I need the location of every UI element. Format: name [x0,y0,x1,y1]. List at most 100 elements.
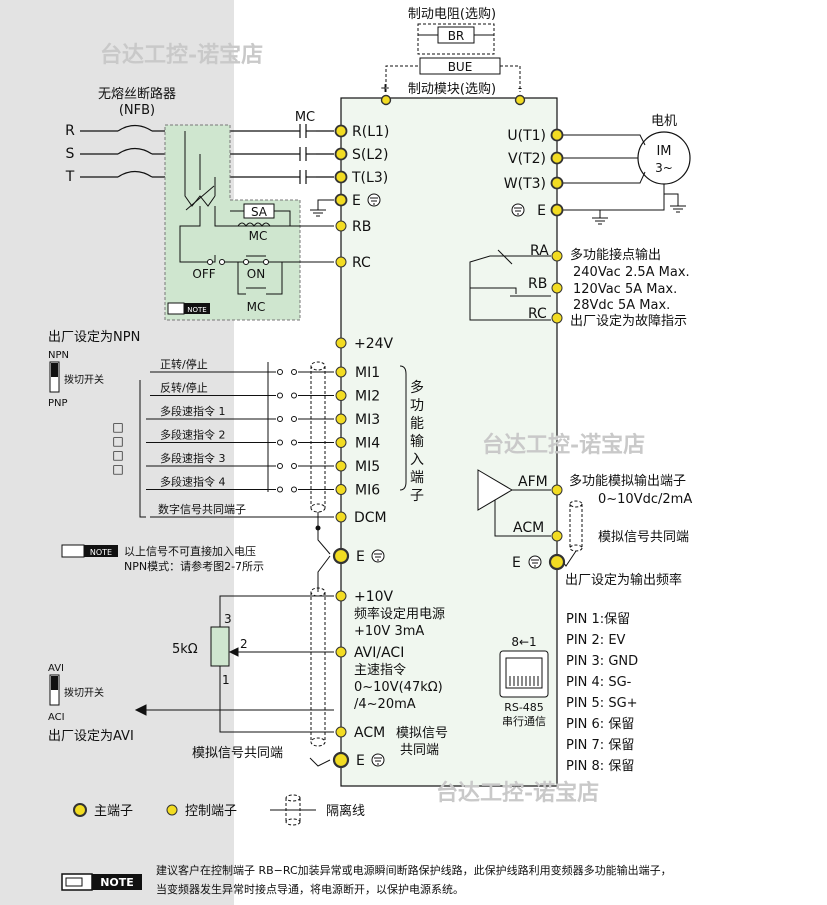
label-avi-desc2: 0~10V(47kΩ) [354,680,443,695]
label-acm-desc2: 共同端 [400,743,439,758]
rs485-pin-item: PIN 5: SG+ [566,696,638,711]
switch-contact-icon [291,369,297,375]
ground-symbol-analog-icon [371,753,385,767]
aci-label: ACI [48,712,65,723]
label-avi-desc3: /4~20mA [354,697,416,712]
switch-contact-icon [277,463,283,469]
avi-switch-label: 拨切开关 [64,686,104,699]
legend-shield: 隔离线 [326,803,365,819]
relay-spec2: 120Vac 5A Max. [573,282,677,297]
ground-symbol-icon [367,193,381,207]
digital-input-bus [139,362,269,518]
switch-contact-icon [291,463,297,469]
phase-t: T [65,169,75,185]
mc-label-main: MC [295,110,315,125]
mc-coil-label: MC [249,229,268,243]
label-acm-out: ACM [513,520,544,536]
mc-coil-icon [237,222,271,227]
relay-rb: RB [528,276,547,292]
note-icon-bottom: NOTE [61,873,142,891]
protection-circuit-box [164,124,301,321]
on-switch-icon [243,259,249,265]
relay-title: 多功能接点输出 [570,247,661,263]
npn-default: 出厂设定为NPN [48,330,140,345]
switch-contact-icon [277,392,283,399]
terminal-avi-aci [335,646,347,658]
phase-s: S [66,146,75,162]
pnp-label: PNP [48,398,68,409]
label-24v: +24V [354,336,394,352]
terminal-t [334,170,348,184]
br-label: BR [448,29,465,43]
ground-symbol-out-icon [528,555,542,569]
phase-r: R [65,123,75,139]
relay-spec1: 240Vac 2.5A Max. [573,265,690,280]
label-rb: RB [352,219,371,235]
pot-value: 5kΩ [172,642,198,657]
label-v-t2: V(T2) [508,151,546,167]
switch-contact-icon [291,439,297,446]
switch-contact-icon [291,392,297,399]
terminal-mi [335,437,347,448]
plus-label: + [380,81,390,95]
terminal-v [550,151,564,165]
digital-input-row: 多段速指令 2 MI4 [146,428,380,452]
terminal-mi-label: MI3 [355,412,380,428]
brake-resistor-title: 制动电阻(选购) [408,6,496,22]
note-mid-line2: NPN模式：请参考图2-7所示 [124,559,264,573]
switch-contact-icon [277,439,283,446]
watermark-mid: 台达工控-诺宝店 [482,432,645,458]
sa-label: SA [251,205,268,219]
potentiometer[interactable] [210,626,230,667]
label-t-l3: T(L3) [351,170,388,186]
digital-input-desc: 反转/停止 [160,381,208,395]
terminal-afm [551,484,563,496]
shield-analog [310,587,326,747]
svg-text:NOTE: NOTE [100,876,134,889]
relay-default: 出厂设定为故障指示 [570,314,687,329]
svg-text:NOTE: NOTE [90,548,112,557]
analog-common-label: 模拟信号共同端 [192,746,283,761]
terminal-mi-label: MI4 [355,436,380,452]
label-e-motor: E [537,203,546,219]
watermark-top: 台达工控-诺宝店 [100,42,263,68]
analog-input-wiring [134,595,334,767]
terminal-mi-label: MI5 [355,459,380,475]
shield-analog-out [569,500,583,552]
label-u-t1: U(T1) [507,128,546,144]
label-10v-desc1: 频率设定用电源 [354,606,445,622]
rs485-label: RS-485 [504,701,544,714]
avi-label: AVI [48,663,64,674]
pot-pin1: 1 [222,673,230,687]
label-rc: RC [352,255,371,271]
terminal-mi [335,366,347,378]
terminal-s [334,147,348,161]
label-r-l1: R(L1) [352,124,389,140]
rj45-pins [509,676,539,686]
terminal-mi [335,413,347,425]
avi-default: 出厂设定为AVI [48,729,134,744]
legend-main-terminal-icon [73,803,87,817]
earth-ground-left-icon [310,199,334,217]
terminal-dcm [335,511,347,523]
terminal-mi [335,460,347,472]
digital-input-desc: 多段速指令 4 [160,475,226,489]
acm-out-common: 模拟信号共同端 [598,530,689,545]
note-icon-protect: NOTE [167,302,210,315]
rs485-pin-item: PIN 7: 保留 [566,738,634,753]
digital-input-desc: 多段速指令 2 [160,428,226,442]
label-10v: +10V [354,589,394,605]
legend-main: 主端子 [94,804,133,819]
dcm-desc: 数字信号共同端子 [158,502,246,516]
switch-contact-icon [277,416,283,422]
npn-switch-label: 拨切开关 [64,373,104,386]
rs485-pin-item: PIN 4: SG- [566,675,632,690]
rs485-pin-item: PIN 6: 保留 [566,717,634,732]
input-group-bracket [399,365,407,491]
rs485-pin-item: PIN 3: GND [566,654,638,669]
